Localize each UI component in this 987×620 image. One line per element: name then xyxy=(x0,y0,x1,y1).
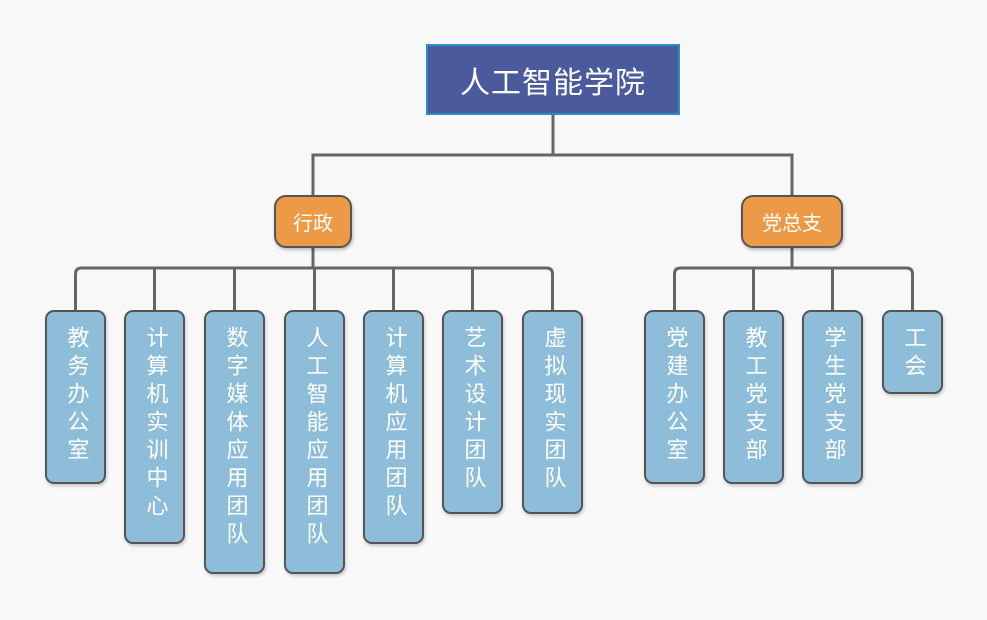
leaf-node[interactable]: 教工党支部 xyxy=(723,310,784,484)
root-node[interactable]: 人工智能学院 xyxy=(426,44,680,115)
leaf-node[interactable]: 学生党支部 xyxy=(802,310,863,484)
leaf-label: 学生党支部 xyxy=(820,326,846,466)
leaf-label: 数字媒体应用团队 xyxy=(222,326,248,550)
branch-label: 行政 xyxy=(293,211,333,235)
leaf-label: 教工党支部 xyxy=(741,326,767,466)
leaf-label: 党建办公室 xyxy=(662,326,688,466)
root-label: 人工智能学院 xyxy=(460,65,646,101)
leaf-label: 艺术设计团队 xyxy=(460,326,486,494)
leaf-node[interactable]: 数字媒体应用团队 xyxy=(204,310,265,574)
leaf-label: 教务办公室 xyxy=(63,326,89,466)
leaf-node[interactable]: 计算机实训中心 xyxy=(124,310,185,544)
leaf-node[interactable]: 计算机应用团队 xyxy=(363,310,424,544)
leaf-label: 工会 xyxy=(900,326,926,382)
leaf-node[interactable]: 工会 xyxy=(882,310,943,394)
leaf-node[interactable]: 虚拟现实团队 xyxy=(522,310,583,514)
leaf-label: 人工智能应用团队 xyxy=(302,326,328,550)
leaf-bar-connector xyxy=(673,266,914,310)
leaf-node[interactable]: 党建办公室 xyxy=(644,310,705,484)
branch-label: 党总支 xyxy=(762,211,822,235)
leaf-label: 计算机实训中心 xyxy=(142,326,168,522)
leaf-node[interactable]: 人工智能应用团队 xyxy=(284,310,345,574)
branch-node-admin[interactable]: 行政 xyxy=(274,195,352,248)
branch-node-party[interactable]: 党总支 xyxy=(741,195,843,248)
leaf-label: 虚拟现实团队 xyxy=(540,326,566,494)
leaf-label: 计算机应用团队 xyxy=(381,326,407,522)
leaf-node[interactable]: 教务办公室 xyxy=(45,310,106,484)
branch-bar-connector xyxy=(311,153,794,195)
leaf-node[interactable]: 艺术设计团队 xyxy=(442,310,503,514)
